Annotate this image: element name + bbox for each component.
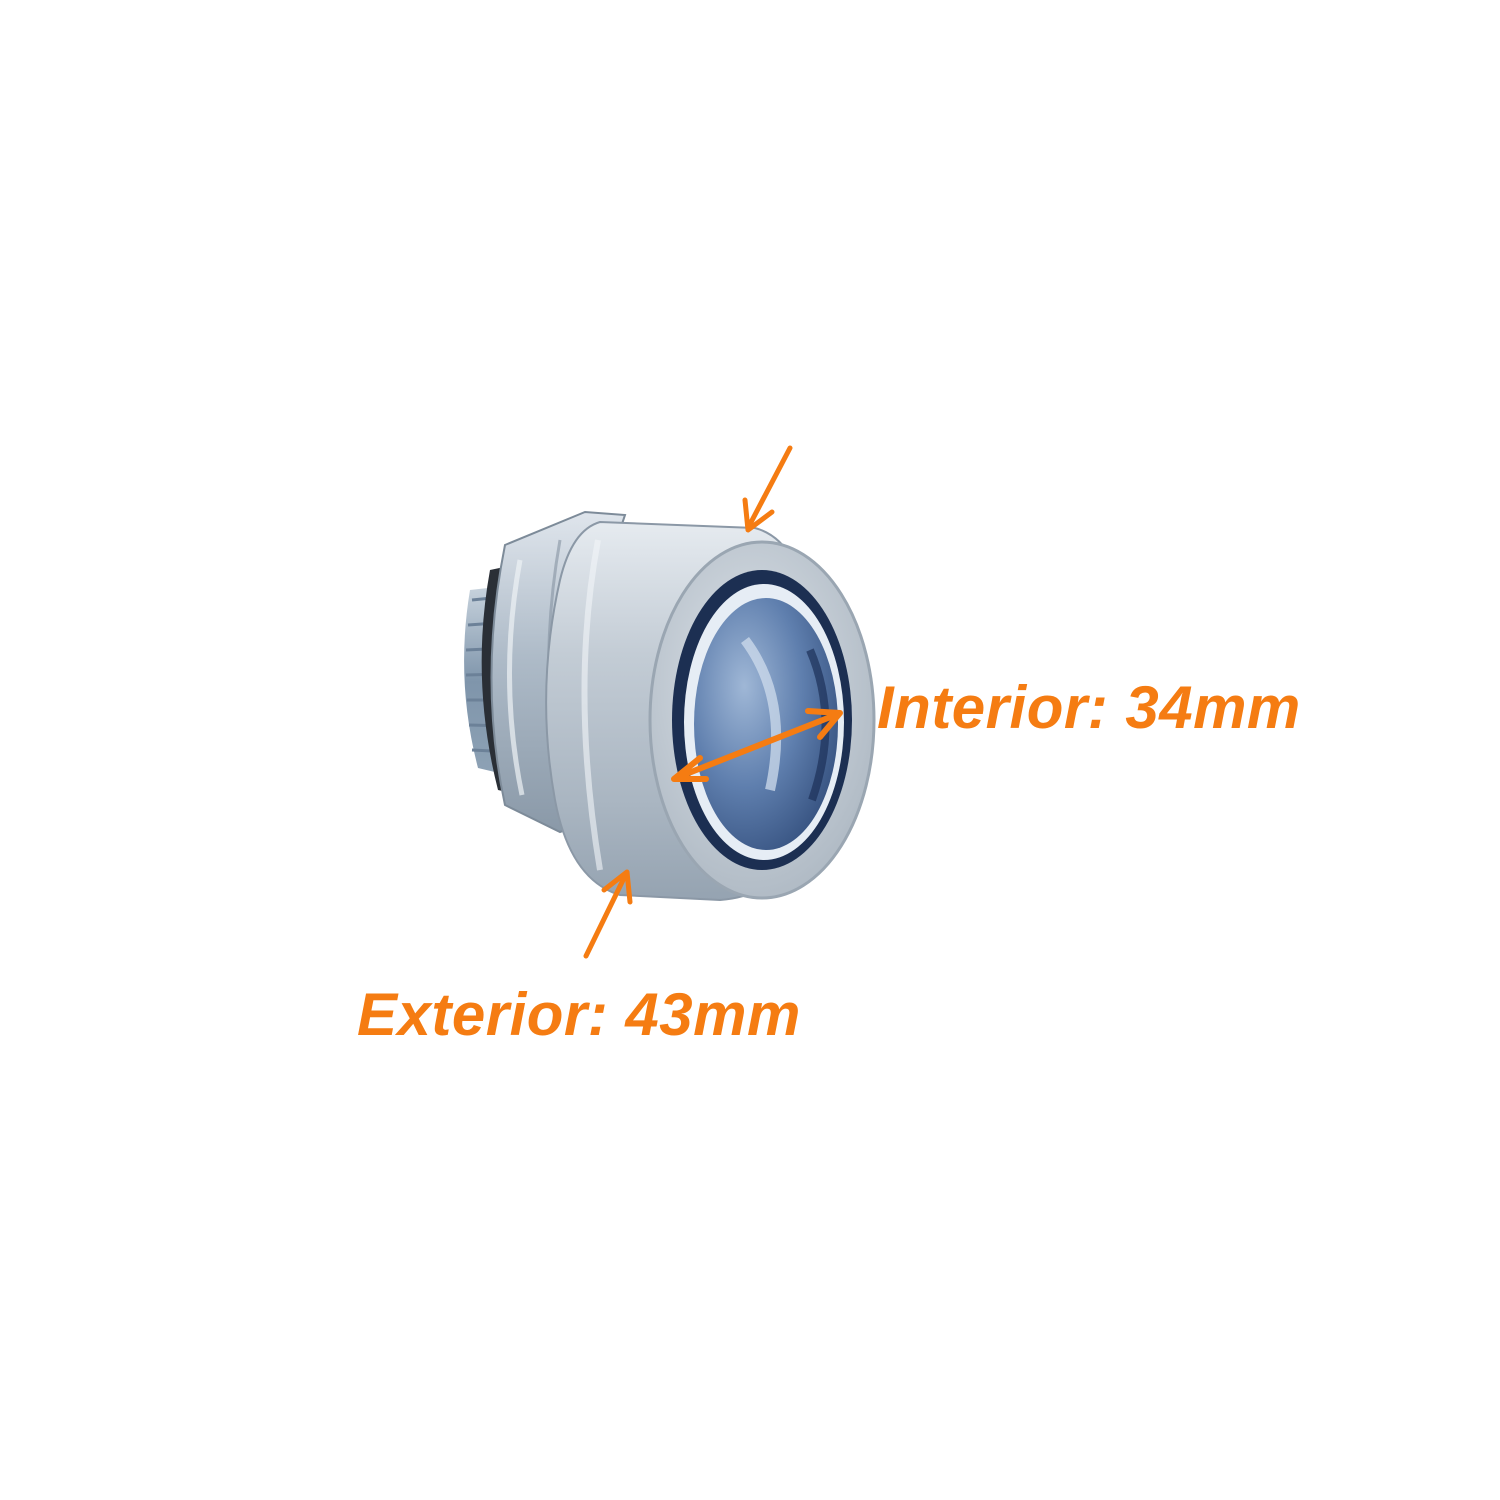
interior-dimension-label: Interior: 34mm <box>877 674 1301 741</box>
front-face <box>648 540 876 900</box>
exterior-dimension-label: Exterior: 43mm <box>357 981 801 1048</box>
bottom-pointer-arrow <box>583 869 633 959</box>
top-pointer-arrow <box>742 445 793 533</box>
interior-dimension-arrow <box>671 708 843 782</box>
